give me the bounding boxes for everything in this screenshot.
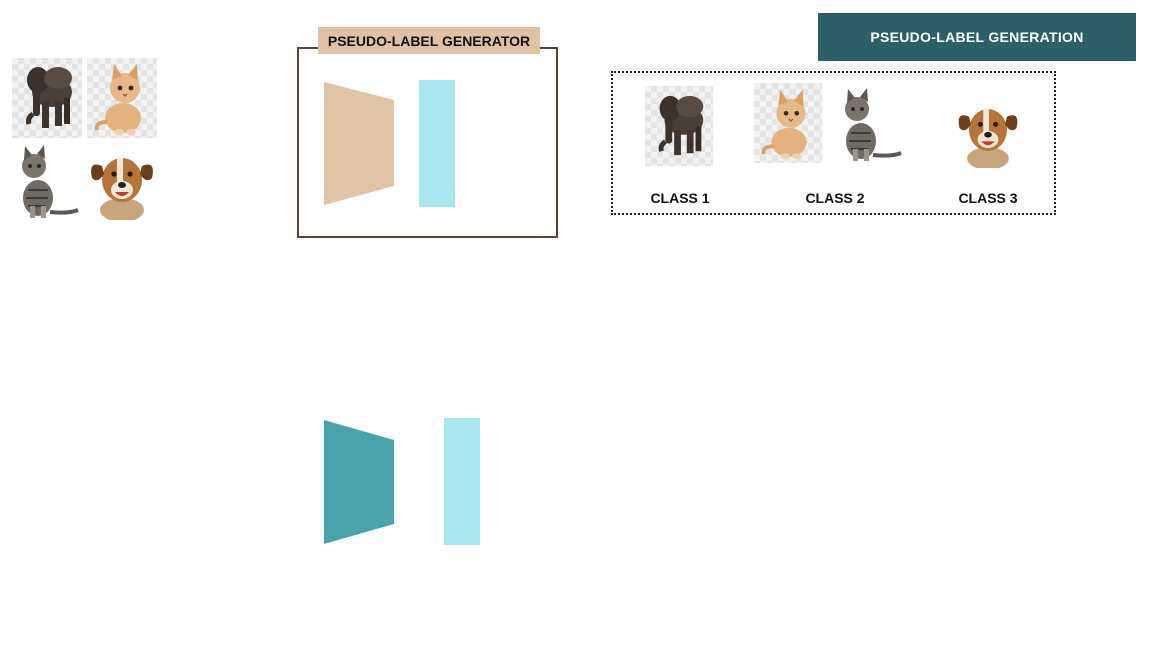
input-image-kitten (87, 58, 157, 138)
encoder-shape (324, 82, 394, 205)
kitten-icon (87, 58, 157, 138)
dog-icon (87, 140, 157, 220)
section-banner: PSEUDO-LABEL GENERATION (818, 13, 1136, 61)
generator-label: PSEUDO-LABEL GENERATOR (318, 27, 540, 54)
class-label-2: CLASS 2 (805, 190, 865, 206)
feature-bar (444, 418, 480, 545)
classes-frame (611, 71, 1056, 215)
class2-image-kitten (754, 83, 822, 163)
elephant-icon (12, 58, 82, 138)
tabby-cat-icon (835, 83, 905, 163)
input-image-elephant (12, 58, 82, 138)
class3-image-dog (952, 92, 1024, 168)
feature-bar (419, 80, 455, 207)
class1-image-elephant (645, 86, 713, 166)
tabby-cat-icon (12, 140, 82, 220)
banner-title: PSEUDO-LABEL GENERATION (870, 29, 1084, 45)
kitten-icon (754, 83, 822, 163)
class2-image-tabby-cat (835, 83, 905, 163)
elephant-icon (645, 86, 713, 166)
class-label-1: CLASS 1 (650, 190, 710, 206)
dog-icon (952, 92, 1024, 168)
input-image-dog (87, 140, 157, 220)
class-label-3: CLASS 3 (958, 190, 1018, 206)
lower-model (324, 418, 480, 545)
input-image-tabby-cat (12, 140, 82, 220)
generator-model (324, 80, 455, 207)
encoder-shape (324, 420, 394, 544)
generator-label-text: PSEUDO-LABEL GENERATOR (327, 32, 531, 49)
